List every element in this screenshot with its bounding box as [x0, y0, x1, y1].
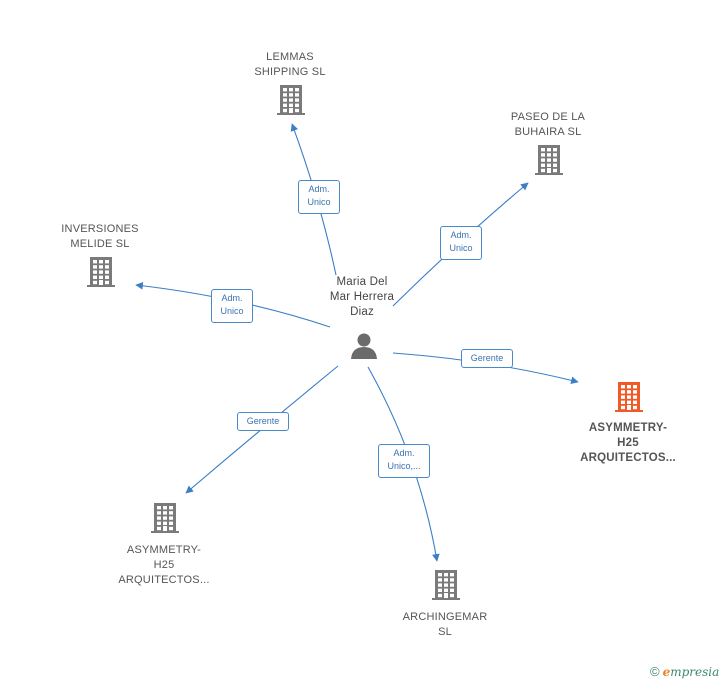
edge-label-paseo[interactable]: Adm. Unico [440, 226, 482, 260]
person-name[interactable]: Maria Del Mar Herrera Diaz [329, 276, 395, 318]
building-icon-inversiones[interactable] [87, 257, 115, 287]
copyright-icon: © [650, 664, 660, 679]
edge-label-asym_right[interactable]: Gerente [461, 349, 513, 368]
footer-brand[interactable]: © empresia [650, 664, 719, 679]
building-icon-asym_right[interactable] [615, 382, 643, 412]
edge-label-asym_left[interactable]: Gerente [237, 412, 289, 431]
edge-label-inversiones[interactable]: Adm. Unico [211, 289, 253, 323]
node-label-asym_right[interactable]: ASYMMETRY- H25 ARQUITECTOS... [580, 422, 676, 464]
building-icon-lemmas[interactable] [277, 85, 305, 115]
building-icon-paseo[interactable] [535, 145, 563, 175]
brand-logo: empresia [662, 664, 720, 679]
node-label-lemmas[interactable]: LEMMAS SHIPPING SL [254, 51, 326, 78]
edge-label-archingemar[interactable]: Adm. Unico,... [378, 444, 430, 478]
edge-label-lemmas[interactable]: Adm. Unico [298, 180, 340, 214]
building-icon-archingemar[interactable] [432, 570, 460, 600]
node-label-archingemar[interactable]: ARCHINGEMAR SL [402, 611, 488, 638]
node-label-paseo[interactable]: PASEO DE LA BUHAIRA SL [510, 111, 586, 138]
node-label-inversiones[interactable]: INVERSIONES MELIDE SL [61, 223, 139, 250]
person-icon[interactable] [351, 333, 377, 360]
node-label-asym_left[interactable]: ASYMMETRY- H25 ARQUITECTOS... [118, 544, 210, 586]
building-icon-asym_left[interactable] [151, 503, 179, 533]
